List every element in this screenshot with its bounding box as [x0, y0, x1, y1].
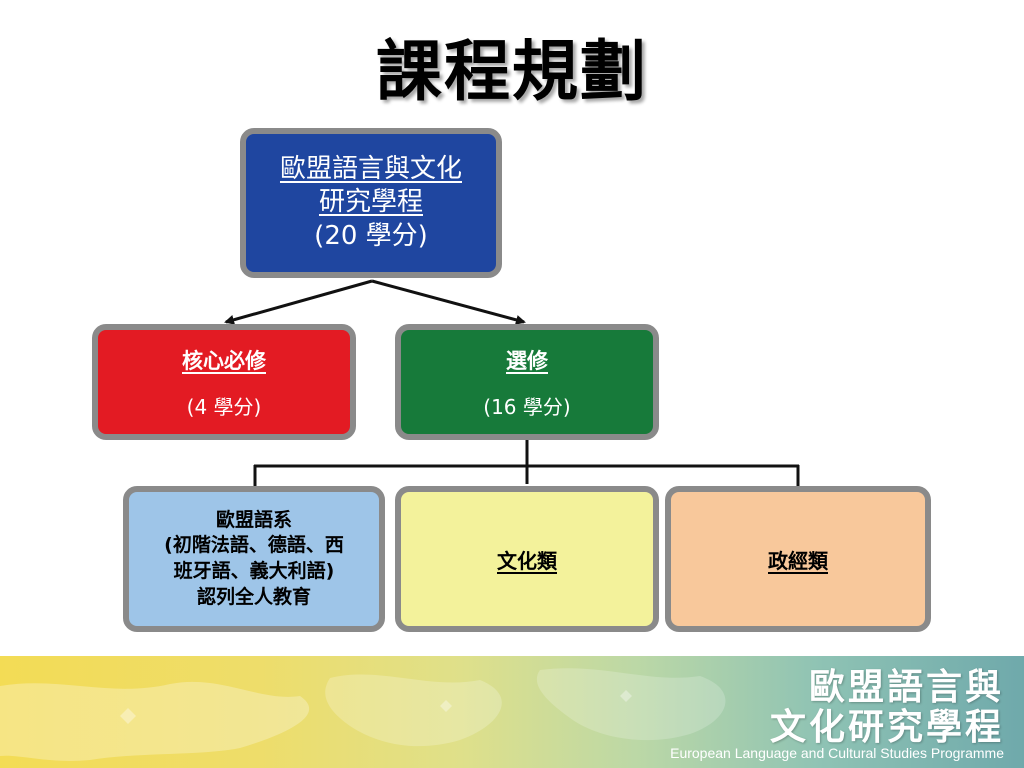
eu-languages-box: 歐盟語系 (初階法語、德語、西 班牙語、義大利語) 認列全人教育 — [123, 486, 385, 632]
culture-category-box: 文化類 — [395, 486, 659, 632]
core-required-label: 核心必修 — [182, 348, 266, 373]
culture-category-label: 文化類 — [497, 548, 557, 573]
program-root-box: 歐盟語言與文化 研究學程 (20 學分) — [240, 128, 502, 278]
elective-label: 選修 — [506, 348, 548, 373]
core-required-credits: (4 學分) — [186, 394, 262, 419]
eu-languages-line2: (初階法語、德語、西 — [164, 534, 344, 557]
arrow-to-elective — [371, 279, 526, 325]
footer-program-subtitle: European Language and Cultural Studies P… — [670, 745, 1004, 761]
footer-program-title-line2: 文化研究學程 — [769, 707, 1004, 748]
core-required-box: 核心必修 (4 學分) — [92, 324, 356, 440]
politics-economics-label: 政經類 — [768, 548, 828, 573]
politics-economics-box: 政經類 — [665, 486, 931, 632]
root-credits: (20 學分) — [314, 220, 428, 251]
eu-languages-line4: 認列全人教育 — [196, 585, 311, 608]
elective-credits: (16 學分) — [483, 394, 571, 419]
root-name-line2: 研究學程 — [318, 187, 423, 218]
footer-program-title-line1: 歐盟語言與 — [808, 667, 1004, 708]
eu-languages-line1: 歐盟語系 — [215, 508, 292, 531]
elective-box: 選修 (16 學分) — [395, 324, 659, 440]
arrow-to-core — [224, 279, 373, 325]
footer-banner: 歐盟語言與 文化研究學程 European Language and Cultu… — [0, 656, 1024, 768]
root-name-line1: 歐盟語言與文化 — [279, 154, 462, 185]
europe-map-graphic — [0, 668, 726, 761]
eu-languages-line3: 班牙語、義大利語) — [173, 560, 335, 582]
slide-title: 課程規劃 — [376, 32, 648, 110]
